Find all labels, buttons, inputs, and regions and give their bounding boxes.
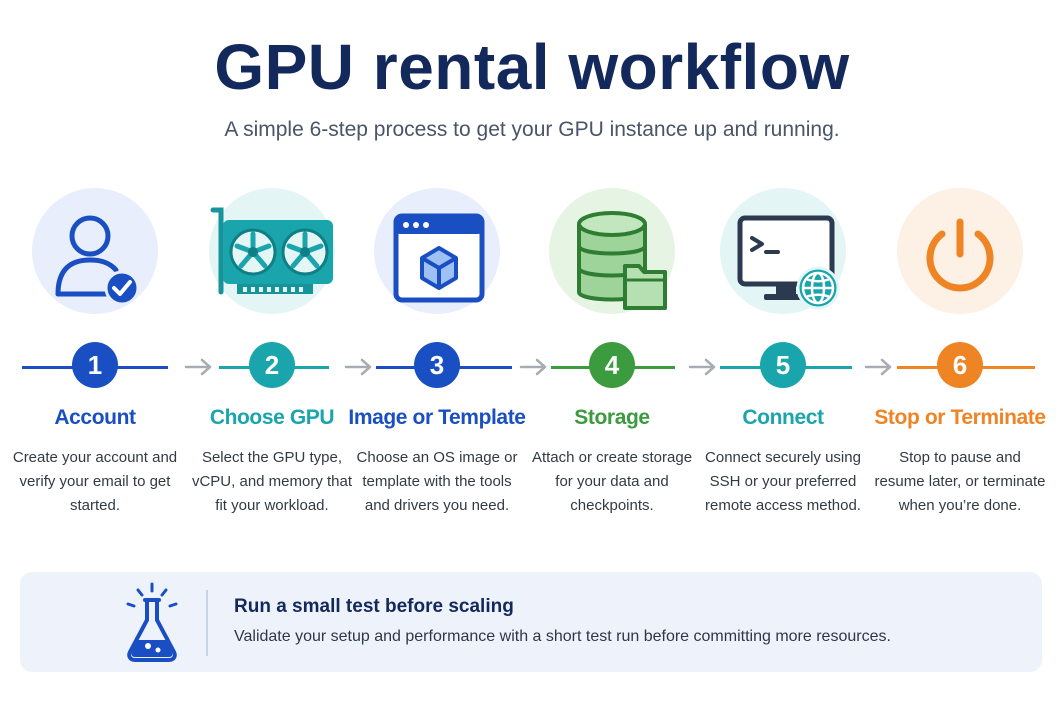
step-title: Image or Template (348, 406, 526, 429)
arrow-right-icon (864, 358, 892, 376)
database-folder-icon (577, 211, 667, 310)
step-account: 1 Account Create your account and verify… (8, 188, 182, 514)
arrow-right-icon (344, 358, 372, 376)
step-image-or-template: 3 Image or Template Choose an OS image o… (348, 188, 526, 514)
step-connect: 5 Connect Connect securely using SSH or … (696, 188, 870, 514)
step-number-badge: 2 (249, 342, 295, 388)
arrow-right-icon (519, 358, 547, 376)
tip-banner: Run a small test before scaling Validate… (20, 572, 1042, 672)
tip-text: Validate your setup and performance with… (234, 628, 891, 645)
step-choose-gpu: 2 Choose GPU Select the GPU type, vCPU, … (185, 188, 359, 514)
step-icon-bg (209, 188, 335, 314)
step-stop-or-terminate: 6 Stop or Terminate Stop to pause and re… (873, 188, 1047, 514)
gpu-card-icon (210, 207, 333, 295)
step-icon-bg (720, 188, 846, 314)
page-subtitle: A simple 6-step process to get your GPU … (224, 118, 840, 141)
step-number-badge: 5 (760, 342, 806, 388)
step-description: Create your account and verify your emai… (12, 449, 178, 514)
arrow-right-icon (184, 358, 212, 376)
page-title: GPU rental workflow (214, 31, 850, 103)
step-number-badge: 4 (589, 342, 635, 388)
step-icon-bg (374, 188, 500, 314)
tip-divider (206, 590, 208, 656)
step-storage: 4 Storage Attach or create storage for y… (525, 188, 699, 514)
step-title: Storage (574, 406, 650, 429)
user-check-icon (55, 215, 140, 306)
step-title: Connect (742, 406, 824, 429)
step-title: Account (54, 406, 136, 429)
power-icon (926, 218, 994, 292)
arrow-right-icon (688, 358, 716, 376)
step-number-badge: 6 (937, 342, 983, 388)
step-icon-bg (897, 188, 1023, 314)
flask-icon (126, 582, 178, 662)
step-title: Stop or Terminate (874, 406, 1046, 429)
step-description: Choose an OS image or template with the … (356, 449, 518, 514)
step-number-badge: 1 (72, 342, 118, 388)
step-description: Connect securely using SSH or your prefe… (705, 449, 861, 514)
step-icon-bg (32, 188, 158, 314)
terminal-globe-icon (737, 215, 840, 310)
step-icon-bg (549, 188, 675, 314)
step-number-badge: 3 (414, 342, 460, 388)
tip-title: Run a small test before scaling (234, 596, 514, 617)
app-window-cube-icon (393, 213, 485, 303)
step-title: Choose GPU (209, 406, 335, 429)
step-description: Attach or create storage for your data a… (531, 449, 693, 514)
step-description: Select the GPU type, vCPU, and memory th… (191, 449, 353, 514)
step-description: Stop to pause and resume later, or termi… (874, 449, 1046, 514)
